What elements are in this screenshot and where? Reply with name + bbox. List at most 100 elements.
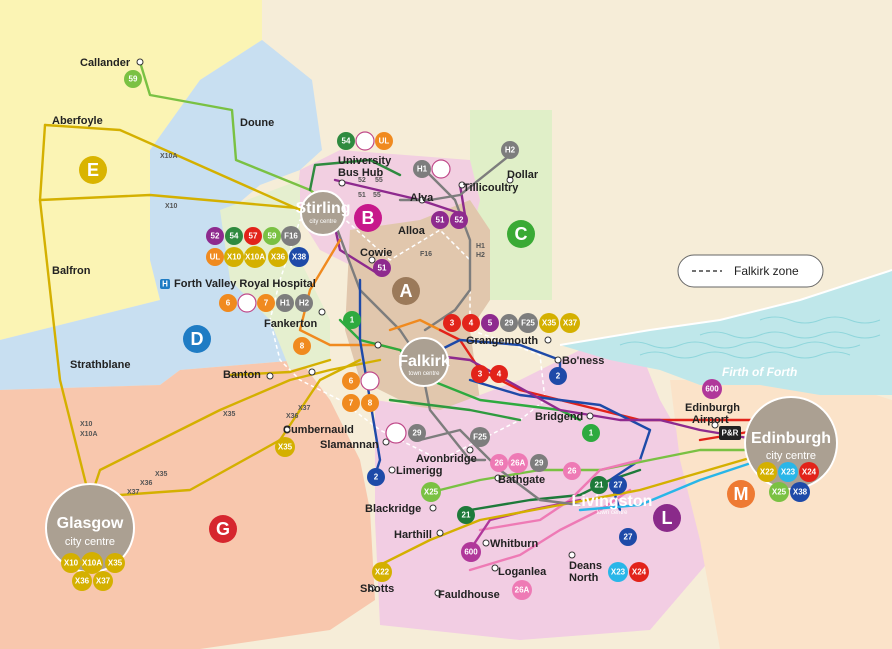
route-badge: F29 bbox=[385, 422, 407, 444]
badge-label: H2 bbox=[505, 146, 516, 155]
badge-label: 26A bbox=[511, 459, 526, 468]
water-waves bbox=[619, 316, 881, 359]
route-label: X37 bbox=[298, 405, 311, 412]
badge-label: 26 bbox=[568, 467, 577, 476]
badge-label: 57 bbox=[249, 232, 258, 241]
route-badge: X10 bbox=[61, 553, 81, 573]
badge-label: X10 bbox=[64, 559, 79, 568]
badge-label: 7 bbox=[349, 399, 354, 408]
place-label: Strathblane bbox=[70, 359, 131, 371]
zone-label: C bbox=[515, 224, 528, 244]
badge-label: X36 bbox=[271, 253, 286, 262]
badge-label: 7 bbox=[264, 299, 269, 308]
route-badge: X24 bbox=[799, 462, 819, 482]
badge-label: X10A bbox=[245, 253, 265, 262]
hub-name: Glasgow bbox=[57, 515, 124, 532]
badge-label: F25 bbox=[473, 433, 487, 442]
route-badge: 52 bbox=[450, 211, 468, 229]
zone-b: B bbox=[354, 204, 382, 232]
badge-label: 59 bbox=[129, 75, 138, 84]
place-label: Bathgate bbox=[498, 474, 545, 486]
badge-label: 52 bbox=[455, 216, 464, 225]
place-label: Aberfoyle bbox=[52, 115, 103, 127]
water-label: Firth of Forth bbox=[722, 365, 797, 379]
place-label: Callander bbox=[80, 57, 131, 69]
place-label: Alva bbox=[410, 192, 434, 204]
badge-label: 29 bbox=[505, 319, 514, 328]
hub-glasgow: Glasgow city centre bbox=[45, 483, 135, 573]
route-badge: 7 bbox=[257, 294, 275, 312]
zone-label: A bbox=[400, 281, 413, 301]
badge-label: 27 bbox=[624, 533, 633, 542]
route-badge: H2 bbox=[295, 294, 313, 312]
route-label: H1 bbox=[476, 243, 485, 250]
zone-e: E bbox=[79, 156, 107, 184]
route-badge: 8 bbox=[293, 337, 311, 355]
place-label: North bbox=[569, 572, 599, 584]
badge-label: X37 bbox=[563, 319, 578, 328]
badge-label: X35 bbox=[108, 559, 123, 568]
badge-label: 2 bbox=[374, 473, 379, 482]
route-label: F16 bbox=[420, 251, 432, 258]
badge-label: 55 bbox=[361, 137, 370, 146]
route-badge: 600 bbox=[461, 542, 481, 562]
badge-label: X37 bbox=[96, 577, 111, 586]
badge-label: X23 bbox=[781, 468, 796, 477]
zone-label: B bbox=[362, 208, 375, 228]
badge-label: 6 bbox=[349, 377, 354, 386]
badge-label: 27 bbox=[614, 481, 623, 490]
badge-label: 4 bbox=[469, 319, 474, 328]
place-label: Fankerton bbox=[264, 318, 317, 330]
badge-label: 1 bbox=[589, 429, 594, 438]
badge-label: 54 bbox=[230, 232, 239, 241]
route-badge: 55 bbox=[355, 131, 375, 151]
route-badge: 51 bbox=[373, 259, 391, 277]
route-badge: 2 bbox=[367, 468, 385, 486]
route-badge: 6 bbox=[342, 372, 360, 390]
route-badge: H1 bbox=[276, 294, 294, 312]
badge-label: 52 bbox=[211, 232, 220, 241]
badge-label: 21 bbox=[462, 511, 471, 520]
route-badge: 21 bbox=[590, 476, 608, 494]
badge-label: 3 bbox=[478, 370, 483, 379]
badge-label: 1 bbox=[350, 316, 355, 325]
zone-label: D bbox=[191, 329, 204, 349]
route-label: X35 bbox=[155, 471, 168, 478]
badge-label: 5 bbox=[488, 319, 493, 328]
route-label: 55 bbox=[375, 177, 383, 184]
place-label: Edinburgh bbox=[685, 402, 740, 414]
place-label: Limerigg bbox=[396, 465, 442, 477]
region-g bbox=[0, 360, 375, 649]
route-badge: H1 bbox=[413, 160, 431, 178]
hub-name: Falkirk bbox=[398, 353, 450, 370]
route-label: 55 bbox=[373, 192, 381, 199]
route-badge: 57 bbox=[244, 227, 262, 245]
place-label: Alloa bbox=[398, 225, 426, 237]
badge-label: X24 bbox=[802, 468, 817, 477]
route-badge: 4 bbox=[462, 314, 480, 332]
badge-label: 21 bbox=[595, 481, 604, 490]
badge-label: 6A bbox=[242, 299, 252, 308]
route-badge: 51 bbox=[431, 211, 449, 229]
route-badge: X25 bbox=[769, 482, 789, 502]
badge-label: X25 bbox=[424, 488, 439, 497]
hub-name: Livingston bbox=[572, 493, 653, 510]
route-badge: X37 bbox=[93, 571, 113, 591]
route-badge: X25 bbox=[421, 482, 441, 502]
hub-sub: city centre bbox=[309, 219, 337, 225]
hub-falkirk: Falkirk town centre bbox=[398, 337, 450, 387]
hub-sub: town centre bbox=[408, 371, 440, 377]
stops bbox=[136, 58, 719, 597]
place-label: Shotts bbox=[360, 583, 394, 595]
place-label: Bo'ness bbox=[562, 355, 604, 367]
coast-line bbox=[559, 269, 892, 346]
route-badge: 21 bbox=[457, 506, 475, 524]
route-badge: 29 bbox=[500, 314, 518, 332]
route-badge: 59 bbox=[124, 70, 142, 88]
zone-label: E bbox=[87, 160, 99, 180]
hospital-icon: H bbox=[160, 279, 170, 289]
place-label: Dollar bbox=[507, 169, 539, 181]
badge-label: UL bbox=[379, 137, 390, 146]
place-label: Cowie bbox=[360, 247, 392, 259]
